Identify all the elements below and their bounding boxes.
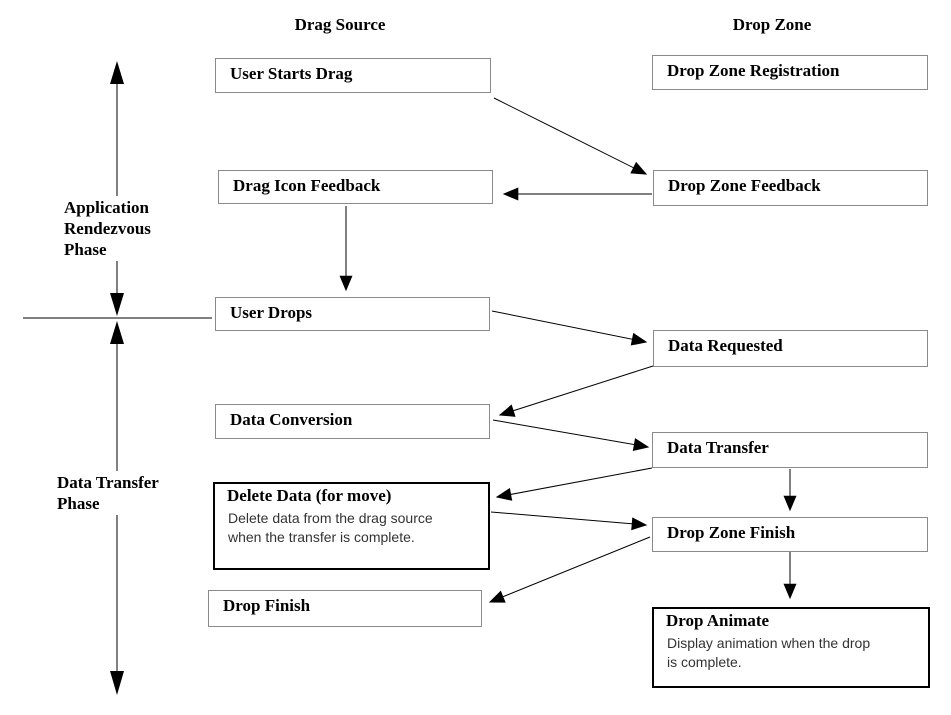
- node-body-line: is complete.: [667, 654, 742, 670]
- phase-arrowhead-up-rendezvous: [110, 61, 124, 84]
- phase-label-line: Phase: [64, 240, 107, 259]
- node-drop-zone-registration: Drop Zone Registration: [652, 55, 928, 90]
- arrow-data-transfer-to-delete-data: [495, 467, 653, 501]
- node-title: Drop Zone Feedback: [668, 176, 821, 195]
- node-user-drops: User Drops: [215, 297, 490, 331]
- node-title: Drop Finish: [223, 596, 311, 615]
- node-user-starts-drag: User Starts Drag: [215, 58, 491, 93]
- node-data-requested: Data Requested: [653, 330, 928, 367]
- node-title: Data Conversion: [230, 410, 353, 429]
- node-title: Drag Icon Feedback: [233, 176, 381, 195]
- node-title: Delete Data (for move): [227, 486, 392, 505]
- phase-arrowhead-down-rendezvous: [110, 293, 124, 316]
- phase-arrowhead-down-data-transfer: [110, 671, 124, 695]
- arrow-user-drops-to-data-requested: [491, 310, 648, 346]
- node-title: Drop Zone Registration: [667, 61, 840, 80]
- node-body: Display animation when the drop is compl…: [654, 632, 928, 672]
- node-drop-zone-finish: Drop Zone Finish: [652, 517, 928, 552]
- node-title: Data Transfer: [667, 438, 769, 457]
- phase-label-line: Rendezvous: [64, 219, 151, 238]
- arrow-delete-data-to-drop-zone-finish: [490, 511, 648, 531]
- phase-label-data-transfer: Data Transfer Phase: [57, 471, 162, 515]
- node-drop-finish: Drop Finish: [208, 590, 482, 627]
- node-drop-animate: Drop Animate Display animation when the …: [652, 607, 930, 688]
- node-title: Data Requested: [668, 336, 783, 355]
- node-drag-icon-feedback: Drag Icon Feedback: [218, 170, 493, 204]
- node-data-transfer: Data Transfer: [652, 432, 928, 468]
- phase-label-application-rendezvous: Application Rendezvous Phase: [64, 196, 154, 261]
- column-header-drop-zone: Drop Zone: [732, 15, 812, 34]
- node-body-line: Delete data from the drag source: [228, 510, 433, 526]
- phase-label-line: Application: [64, 198, 150, 217]
- node-delete-data: Delete Data (for move) Delete data from …: [213, 482, 490, 570]
- column-header-drag-source: Drag Source: [294, 15, 386, 34]
- node-drop-zone-feedback: Drop Zone Feedback: [653, 170, 928, 206]
- phase-label-line: Phase: [57, 494, 100, 513]
- arrow-user-starts-drag-to-drop-zone-feedback: [493, 97, 648, 175]
- node-title: User Drops: [230, 303, 313, 322]
- phase-label-line: Data Transfer: [57, 473, 159, 492]
- node-body: Delete data from the drag source when th…: [215, 507, 488, 547]
- node-data-conversion: Data Conversion: [215, 404, 490, 439]
- arrow-data-conversion-to-data-transfer: [492, 419, 650, 451]
- node-body-line: Display animation when the drop: [667, 635, 871, 651]
- arrow-drop-zone-finish-to-drop-finish: [488, 536, 651, 603]
- arrow-data-requested-to-data-conversion: [498, 365, 654, 417]
- node-title: User Starts Drag: [230, 64, 353, 83]
- phase-arrowhead-up-data-transfer: [110, 321, 124, 344]
- node-body-line: when the transfer is complete.: [228, 529, 415, 545]
- node-title: Drop Animate: [666, 611, 770, 630]
- node-title: Drop Zone Finish: [667, 523, 796, 542]
